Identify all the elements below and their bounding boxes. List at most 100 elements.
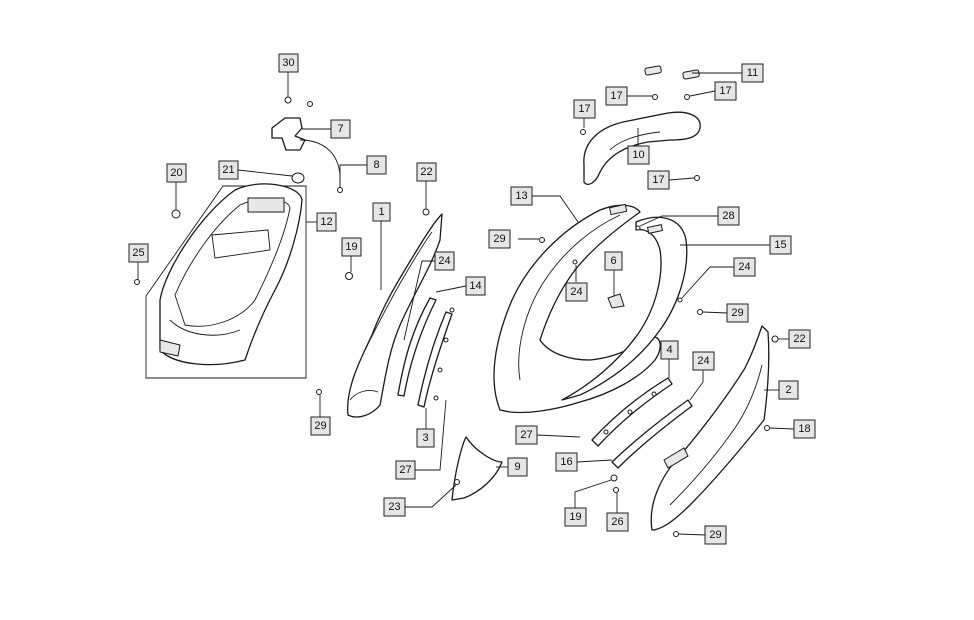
trim-strip-16 [611, 399, 693, 469]
screw-19b [610, 474, 618, 482]
svg-text:16: 16 [560, 456, 572, 468]
svg-text:29: 29 [493, 233, 505, 245]
svg-text:2: 2 [785, 384, 791, 396]
trim-strip-parts [397, 297, 455, 408]
svg-text:22: 22 [420, 166, 432, 178]
screw-30a [284, 96, 292, 104]
svg-text:23: 23 [388, 501, 400, 513]
leader-21 [237, 169, 293, 177]
callout-24c: 24 [733, 257, 756, 277]
svg-text:29: 29 [731, 307, 743, 319]
right-trim-parts [591, 377, 693, 469]
leader-28 [639, 215, 718, 227]
callout-15: 15 [769, 235, 792, 255]
callout-26: 26 [606, 512, 629, 532]
latch-bracket [271, 117, 306, 151]
svg-text:1: 1 [378, 206, 384, 218]
left-side-cover-part [346, 213, 443, 418]
leader-24a [403, 260, 435, 341]
trim-strip-14 [397, 297, 437, 397]
callout-19a: 19 [341, 237, 362, 257]
svg-text:28: 28 [722, 210, 734, 222]
leader-17d [668, 177, 695, 181]
clip-b [443, 337, 449, 343]
storage-box-inner-rim [174, 198, 291, 327]
callout-27a: 27 [395, 460, 416, 480]
callout-27b: 27 [515, 425, 538, 445]
callout-29b: 29 [488, 229, 511, 249]
svg-text:24: 24 [438, 255, 450, 267]
callout-24b: 24 [565, 282, 588, 302]
callout-11: 11 [741, 63, 764, 83]
callout-17c: 17 [573, 99, 596, 119]
leader-16 [576, 459, 613, 463]
bolt-17b [684, 94, 690, 100]
storage-box-part [145, 183, 307, 379]
callout-4: 4 [660, 340, 679, 360]
screw-19a [345, 272, 353, 280]
callout-1: 1 [372, 202, 391, 222]
svg-text:12: 12 [320, 216, 332, 228]
svg-text:11: 11 [747, 67, 758, 79]
callout-24d: 24 [692, 351, 715, 371]
svg-text:24: 24 [697, 355, 709, 367]
callout-18: 18 [793, 419, 816, 439]
svg-text:7: 7 [337, 123, 343, 135]
nut-22b [771, 335, 779, 343]
latch-assembly-part [271, 96, 343, 193]
rear-body-cover-13 [493, 203, 661, 414]
callout-3: 3 [416, 428, 435, 448]
svg-text:29: 29 [709, 529, 721, 541]
screw-23 [454, 479, 460, 485]
rubber-pad-11b [682, 69, 700, 80]
clip-c [437, 367, 443, 373]
leader-14 [435, 285, 467, 293]
callout-6: 6 [604, 251, 623, 271]
latch-cable [299, 139, 341, 188]
leader-29c [702, 311, 728, 314]
screw-30b [307, 101, 313, 107]
clip-24c [677, 297, 683, 303]
side-cover-left-panel [346, 213, 443, 418]
callout-24a: 24 [434, 251, 455, 271]
leader-27a [415, 399, 447, 471]
callout-29a: 29 [310, 416, 331, 436]
callout-21: 21 [218, 160, 239, 180]
leader-24c [681, 266, 734, 299]
clip-27b-a [603, 429, 609, 435]
svg-text:17: 17 [652, 174, 664, 186]
nut-22a [422, 208, 430, 216]
svg-text:29: 29 [314, 420, 326, 432]
body-cover-inner-contour [518, 214, 621, 381]
callout-labels: 30 7 8 21 20 12 25 22 1 19 24 14 29 3 27… [128, 53, 816, 545]
right-lower-cover-edge [669, 364, 763, 506]
leader-lines [137, 72, 795, 536]
rear-lower-cover-9 [451, 436, 503, 501]
leader-8 [339, 164, 367, 188]
svg-text:3: 3 [422, 432, 428, 444]
trim-strip-3 [417, 311, 453, 408]
leader-17b [689, 90, 716, 97]
right-cover-slot [646, 224, 664, 234]
storage-box-shell [159, 183, 303, 366]
callout-28: 28 [717, 206, 740, 226]
svg-text:4: 4 [666, 344, 672, 356]
leader-18 [769, 427, 795, 430]
callout-2: 2 [778, 380, 799, 400]
screw-29d [673, 531, 679, 537]
clip-d [433, 395, 439, 401]
svg-text:17: 17 [578, 103, 590, 115]
clip-a [449, 307, 455, 313]
leader-24d [689, 370, 704, 401]
svg-text:19: 19 [345, 241, 357, 253]
svg-text:14: 14 [469, 280, 481, 292]
body-cover-left-half [493, 204, 661, 414]
body-cover-top-slot [608, 203, 628, 216]
svg-text:22: 22 [793, 333, 805, 345]
svg-text:21: 21 [222, 164, 234, 176]
screw-25 [134, 279, 140, 285]
svg-text:27: 27 [399, 464, 411, 476]
callout-9: 9 [507, 457, 528, 477]
